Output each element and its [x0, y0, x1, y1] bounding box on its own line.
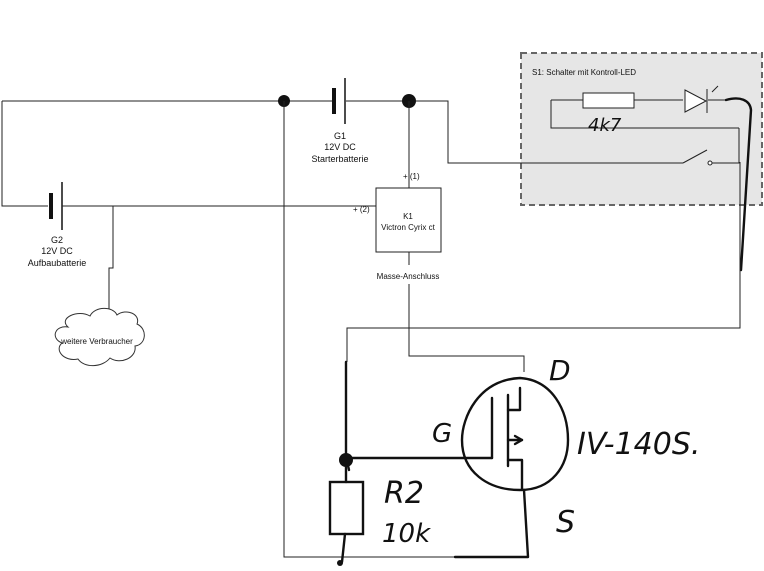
led-icon [684, 85, 719, 113]
junction-dot [339, 453, 353, 467]
g2-voltage: 12V DC [41, 246, 73, 256]
g1-desc: Starterbatterie [311, 154, 368, 164]
s1-right-wire [712, 128, 740, 164]
k1-pin2-label: + (2) [353, 205, 370, 214]
resistor-4k7 [582, 92, 635, 109]
k1-ground-label: Masse-Anschluss [377, 272, 440, 281]
k1-box [375, 187, 442, 253]
top-wire [2, 100, 683, 164]
r2-value: 10k [382, 519, 431, 549]
r2-bottom-wire [340, 532, 347, 564]
g2-desc: Aufbaubatterie [28, 258, 87, 268]
hand-wire-s1 [724, 97, 753, 272]
s1-left-wire [550, 100, 739, 129]
g2-name: G2 [51, 235, 63, 245]
junction-dot [337, 560, 343, 566]
switch-box [520, 52, 763, 206]
return-wire [346, 162, 741, 362]
resistor-value: 4k7 [588, 115, 622, 136]
k1-ground-wire [408, 252, 525, 372]
battery-g2 [49, 182, 63, 230]
k1-desc: Victron Cyrix ct [381, 223, 435, 232]
source-label: S [556, 505, 575, 540]
k1-name: K1 [403, 212, 413, 221]
resistor-r2 [328, 480, 365, 536]
drain-label: D [549, 354, 571, 387]
mosfet-type: IV-140S. [577, 427, 700, 462]
cloud-label: weitere Verbraucher [60, 337, 133, 346]
load-wire [108, 206, 114, 320]
mosfet [347, 376, 570, 492]
cloud-shape [54, 307, 145, 367]
g1-name: G1 [334, 131, 346, 141]
ground-wire [283, 101, 455, 558]
k1-pin1-label: + (1) [403, 172, 420, 181]
hand-wire-source [453, 488, 530, 559]
left-wire [1, 101, 48, 207]
switch-box-label: S1: Schalter mit Kontroll-LED [532, 68, 636, 77]
battery-g1 [332, 78, 346, 124]
r2-name: R2 [384, 476, 424, 511]
g1-voltage: 12V DC [324, 142, 356, 152]
gate-label: G [432, 419, 452, 449]
